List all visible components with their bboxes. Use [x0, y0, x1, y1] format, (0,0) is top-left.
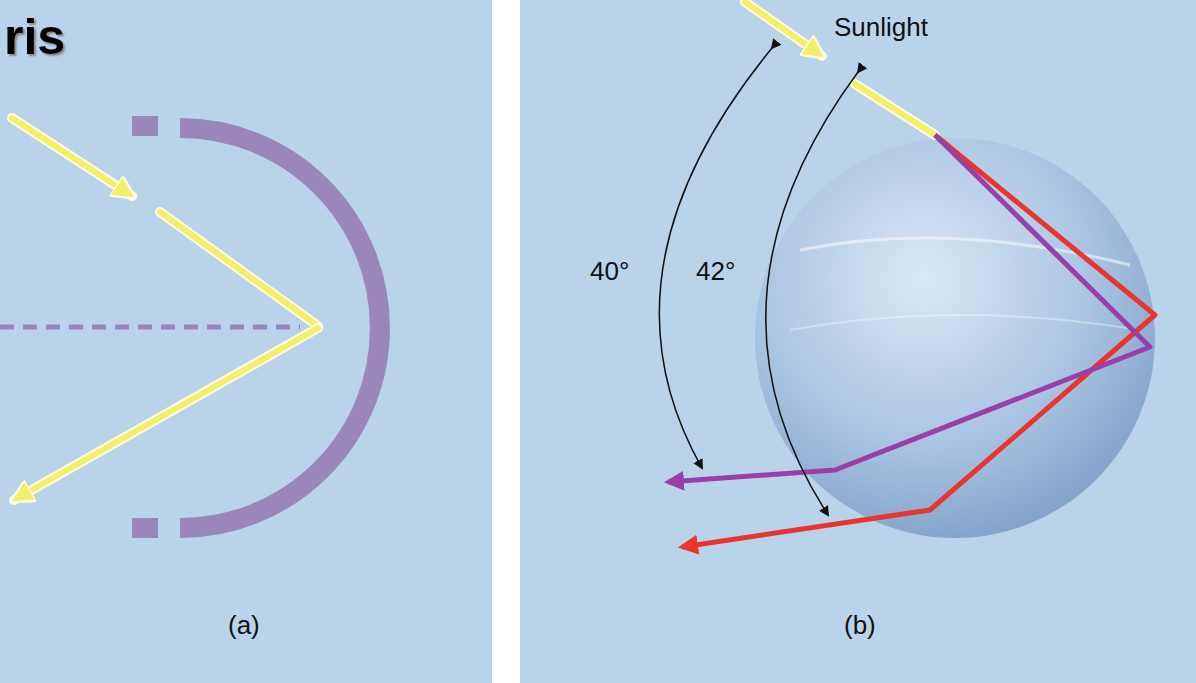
panel-b	[520, 0, 1196, 683]
arc-fragment	[132, 518, 158, 538]
title: ris	[4, 8, 65, 66]
sun-rays	[745, 2, 935, 135]
angle-arc-42	[766, 72, 858, 515]
light-rays	[12, 118, 318, 500]
violet-ray	[668, 135, 1150, 482]
angle-arc-40	[659, 48, 772, 468]
drop-highlight	[790, 315, 1140, 330]
panel-a	[0, 0, 492, 683]
raindrop	[755, 138, 1155, 538]
panel-label: (b)	[842, 610, 878, 641]
sunlight-label: Sunlight	[832, 12, 930, 43]
angle-label: 42°	[694, 256, 737, 287]
angle-label: 40°	[588, 256, 631, 287]
red-ray	[682, 135, 1155, 547]
axis-line	[0, 325, 300, 330]
rainbow-arc	[180, 128, 380, 528]
arc-fragment	[132, 116, 158, 136]
panel-label: (a)	[226, 610, 262, 641]
